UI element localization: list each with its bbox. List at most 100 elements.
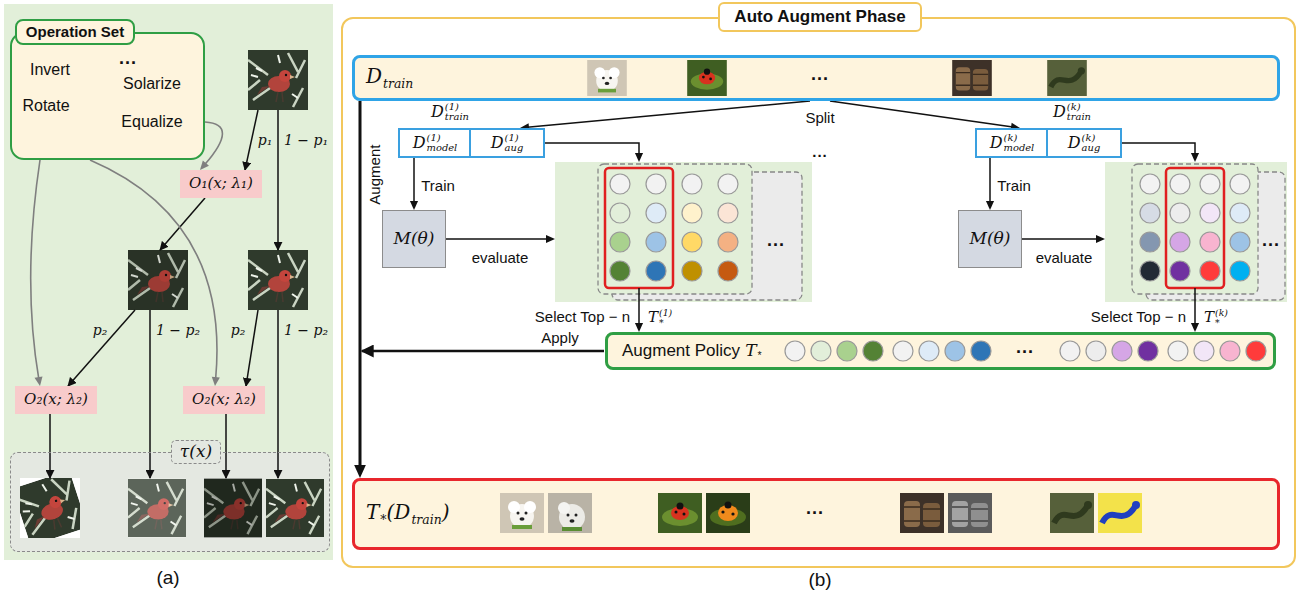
text-group: O₂(x; λ₂) — [192, 391, 256, 408]
flow-line — [638, 288, 640, 302]
edge-label: Train — [995, 177, 1033, 194]
evaluation-ground — [555, 162, 812, 302]
policy-dot — [1140, 174, 1160, 194]
label-text: p₂ — [93, 322, 108, 338]
node-text: Operation Set — [26, 23, 124, 40]
output-ground — [10, 452, 330, 552]
connector-line — [527, 101, 810, 127]
connector — [354, 101, 366, 478]
policy-dot — [682, 261, 702, 281]
ladybug-image — [706, 493, 750, 533]
text-group: ... — [1016, 337, 1034, 358]
policy-dot — [1140, 261, 1160, 281]
flow-line — [277, 110, 279, 250]
script-stack: train — [411, 513, 441, 527]
arrowhead — [635, 323, 643, 332]
node-text: M(θ) — [970, 228, 1011, 248]
connector — [1120, 143, 1199, 162]
top-n-frame — [1166, 168, 1224, 288]
label-text-superscript: (k) — [1215, 308, 1228, 318]
band-ground — [352, 55, 1280, 101]
connector-line — [1194, 302, 1196, 325]
text-group: 1 − p₂ — [284, 322, 328, 338]
script-stack: (k)* — [1215, 308, 1228, 328]
text-group: 1 − p₁ — [284, 132, 328, 148]
policy-dot — [811, 341, 831, 361]
text-group: D(k)train — [1053, 102, 1091, 123]
top-n-frame — [605, 168, 673, 288]
node-text: τ(x) — [180, 441, 212, 461]
text-group: M(θ) — [394, 229, 435, 249]
output-set-box: τ(x) — [10, 452, 330, 552]
flow-line — [246, 310, 258, 386]
split-cell: D(1)model — [400, 130, 471, 156]
label-text: T — [648, 308, 658, 326]
node-text: D — [491, 133, 504, 152]
arrowhead — [354, 465, 366, 478]
augmented-band: T*(Dtrain)... — [352, 478, 1280, 550]
text-group: Operation Set — [15, 19, 135, 44]
policy-dot — [1230, 261, 1250, 281]
node-text: ... — [119, 48, 137, 68]
connector — [446, 235, 555, 243]
barrel-image — [948, 493, 992, 533]
operation-set-box: Operation SetInvert...SolarizeRotateEqua… — [10, 32, 205, 160]
connector-line — [413, 156, 415, 203]
policy-dot — [1200, 203, 1220, 223]
bird-image — [128, 250, 188, 310]
policy-dot — [646, 203, 666, 223]
evaluation-ground — [1105, 162, 1287, 302]
label-text: Select Top − n — [535, 308, 630, 325]
model-box: M(θ) — [382, 210, 446, 268]
node-text-subscript: aug — [505, 143, 524, 153]
node-text: ... — [806, 498, 824, 518]
label-text: Apply — [541, 329, 579, 346]
script-stack: (1)aug — [505, 133, 524, 154]
bird-image — [266, 479, 324, 537]
policy-dot — [1060, 341, 1080, 361]
policy-dot — [1170, 203, 1190, 223]
text-group: O₂(x; λ₂) — [24, 391, 88, 408]
ladybug-image — [658, 493, 702, 533]
label-text: 1 − p₁ — [284, 132, 328, 148]
node-text-subscript: model — [1004, 143, 1035, 153]
policy-dot — [610, 261, 630, 281]
text-group: Dtrain — [366, 65, 413, 91]
node-text: Invert — [30, 61, 70, 78]
dog-image — [587, 60, 627, 96]
policy-dot — [1230, 232, 1250, 252]
connector-line — [989, 156, 991, 203]
barrel-image — [952, 60, 992, 96]
arrowhead — [410, 201, 418, 210]
text-group: T(1)* — [648, 308, 672, 328]
connector — [410, 156, 418, 210]
script-stack: * — [380, 513, 386, 527]
policy-dot — [718, 174, 738, 194]
label-text: p₂ — [231, 322, 246, 338]
connector — [520, 101, 810, 131]
policy-dot — [1168, 341, 1188, 361]
text-group: Solarize — [123, 75, 181, 93]
policy-dot — [1112, 341, 1132, 361]
node-text-subscript: * — [380, 512, 386, 527]
policy-dot — [682, 232, 702, 252]
node-text-subscript: train — [1067, 112, 1091, 122]
text-group: Select Top − n — [1091, 308, 1186, 325]
bird-image — [128, 479, 186, 537]
connector-line — [446, 238, 548, 240]
text-group: ... — [812, 143, 828, 160]
connector-line — [205, 122, 223, 165]
text-group: O₁(x; λ₁) — [189, 175, 253, 192]
node-text: T — [366, 500, 379, 524]
operation-box: O₁(x; λ₁) — [180, 170, 262, 198]
policy-dot — [1170, 261, 1190, 281]
policy-dot — [610, 174, 630, 194]
text-group: 1 − p₂ — [156, 322, 200, 338]
node-text-superscript: (1) — [505, 133, 524, 143]
node-text-subscript: model — [427, 143, 458, 153]
connector — [1191, 302, 1199, 332]
node-text: ... — [1016, 337, 1034, 357]
rotated-bird — [20, 478, 80, 538]
node-text: D — [1053, 102, 1066, 121]
text-group: D(k)model — [990, 133, 1035, 154]
